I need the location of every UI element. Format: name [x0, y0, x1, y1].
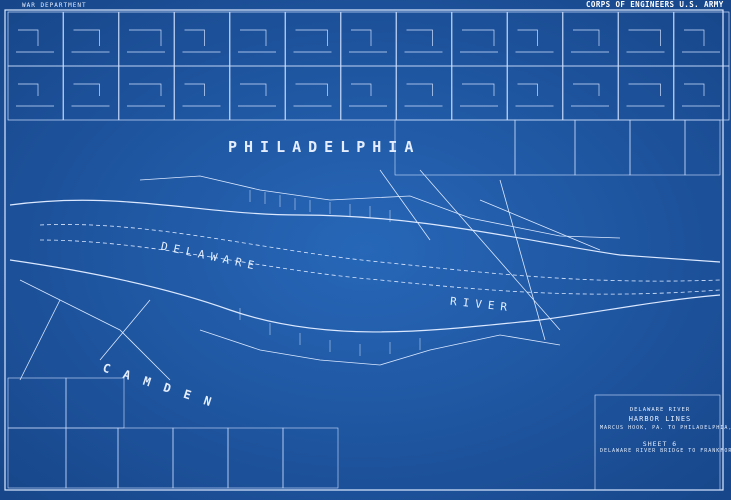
panel-sketch [293, 29, 332, 53]
title-line: HARBOR LINES [628, 415, 692, 423]
title-line: DELAWARE RIVER [629, 407, 691, 413]
panel-sketch [293, 83, 332, 107]
panel-sketch [182, 29, 221, 53]
panel-sketch [71, 29, 110, 53]
panel-sketch [127, 29, 165, 53]
header-department: WAR DEPARTMENT [22, 2, 87, 9]
panel-sketch [626, 29, 665, 53]
header-corps: CORPS OF ENGINEERS U.S. ARMY [586, 0, 724, 9]
title-line: DELAWARE RIVER BRIDGE TO FRANKFORD CR. [600, 448, 731, 454]
panel-sketch [127, 83, 165, 107]
panel-sketch [682, 29, 720, 53]
panel-sketch [571, 29, 609, 53]
detail-panel [340, 65, 397, 121]
panel-sketch [238, 83, 276, 107]
label-philadelphia: PHILADELPHIA [228, 138, 421, 156]
panel-sketch [404, 83, 443, 107]
panel-sketch [571, 83, 609, 107]
detail-panel [118, 65, 175, 121]
title-line: MARCUS HOOK, PA. TO PHILADELPHIA, PA. [600, 425, 731, 431]
detail-panel [285, 65, 341, 121]
panel-sketch [16, 83, 54, 107]
river-lines [9, 169, 721, 381]
panel-sketch [515, 83, 554, 107]
panel-sketch [349, 83, 387, 107]
title-line: SHEET 6 [642, 440, 678, 448]
detail-panels [7, 11, 730, 121]
piers [239, 190, 421, 356]
panel-sketch [16, 29, 54, 53]
sheet-border [4, 9, 724, 491]
detail-panel [7, 65, 64, 121]
panel-sketch [349, 29, 387, 53]
panel-sketch [515, 29, 554, 53]
panel-sketch [460, 29, 498, 53]
panel-sketch [626, 83, 665, 107]
panel-sketch [71, 83, 110, 107]
south-panels [7, 119, 721, 491]
panel-sketch [404, 29, 443, 53]
panel-sketch [238, 29, 276, 53]
detail-panel [174, 65, 230, 121]
detail-panel [229, 65, 286, 121]
panel-sketch [182, 83, 221, 107]
detail-panel [63, 65, 119, 121]
panel-sketch [460, 83, 498, 107]
panel-sketch [682, 83, 720, 107]
